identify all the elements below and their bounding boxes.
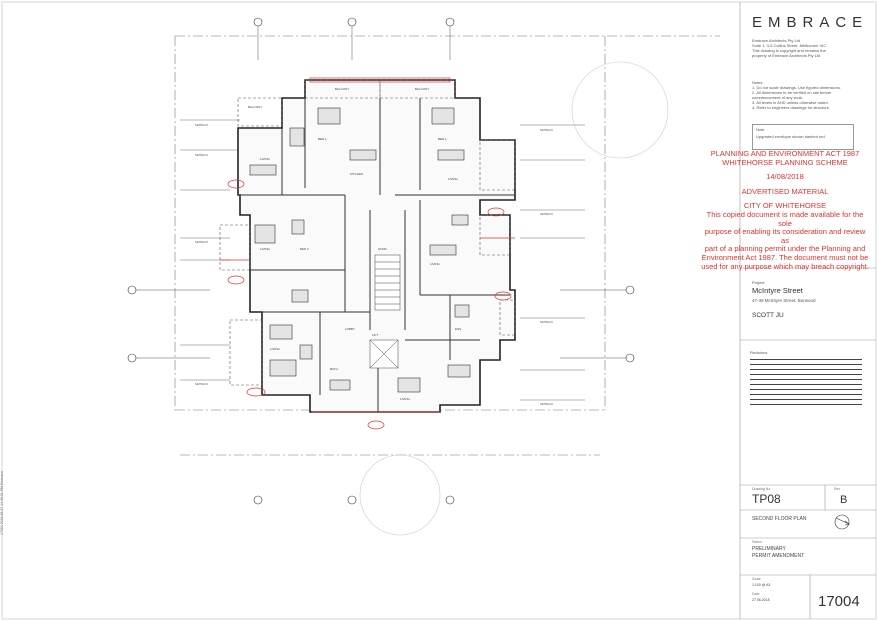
revision-letter: B (840, 494, 848, 506)
planning-scheme: WHITEHORSE PLANNING SCHEME (722, 157, 848, 167)
company-line: This drawing is copyright and remains th… (752, 48, 826, 53)
city-name: CITY OF WHITEHORSE (743, 201, 827, 211)
scale-value: 1:100 @ A3 (752, 583, 771, 587)
plot-stamp: 17004 2018.06.27 14:45:31 PM Embrace (0, 470, 4, 535)
room-label: BALCONY (415, 87, 429, 91)
room-label: BALCONY (248, 105, 262, 109)
room-label: BATH (330, 367, 338, 371)
setback-label: SETBACK (195, 382, 208, 386)
note-box: Note Upgraded envelope shown dashed red (752, 124, 854, 150)
setback-label: SETBACK (540, 128, 553, 132)
room-label: LIVING (430, 262, 441, 266)
room-label: LOBBY (345, 327, 355, 331)
room-label: LIVING (400, 397, 411, 401)
room-label: BALCONY (335, 87, 349, 91)
room-label: LIVING (260, 247, 271, 251)
client-name: SCOTT JU (752, 312, 784, 319)
revisions-label: Revisions (750, 350, 768, 355)
room-label: LIVING (270, 347, 281, 351)
brand-logo: EMBRACE (752, 14, 869, 31)
setback-label: SETBACK (540, 212, 553, 216)
project-address: 47-49 McIntyre Street, Burwood (752, 298, 816, 303)
status-label: Status (752, 540, 762, 544)
room-label: LIFT (372, 333, 378, 337)
project-label: Project (752, 280, 765, 285)
room-label: BED 2 (300, 247, 309, 251)
planning-act: PLANNING AND ENVIRONMENT ACT 1987 (710, 149, 860, 158)
company-line: property of Embrace Architects Pty Ltd (752, 53, 821, 58)
project-number: 17004 (818, 593, 860, 610)
drawing-title: SECOND FLOOR PLAN (752, 516, 807, 522)
stamp-body-line: purpose of enabling its consideration an… (704, 227, 866, 245)
setback-label: SETBACK (195, 240, 208, 244)
date-value: 27.06.2018 (752, 598, 770, 602)
date-label: Date (752, 592, 760, 596)
revision-rows (750, 355, 862, 405)
setback-label: SETBACK (540, 402, 553, 406)
company-line: Embrace Architects Pty Ltd (752, 38, 801, 43)
note-line: 1. Do not scale drawings. Use figured di… (752, 85, 841, 90)
setback-label: SETBACK (195, 153, 208, 157)
note-box-text: Upgraded envelope shown dashed red (756, 134, 825, 139)
status-line: PERMIT AMENDMENT (752, 553, 805, 559)
planning-date: 14/08/2018 (766, 172, 804, 182)
setback-label: SETBACK (195, 123, 208, 127)
general-notes: Notes 1. Do not scale drawings. Use figu… (752, 80, 862, 110)
planning-stamp: PLANNING AND ENVIRONMENT ACT 1987 WHITEH… (700, 149, 870, 271)
note-line: 2. All dimensions to be verified on site… (752, 90, 832, 95)
north-arrow-icon (834, 514, 850, 530)
notes-heading: Notes (752, 80, 763, 85)
note-line: commencement of any work. (752, 95, 804, 100)
note-line: 3. All levels in AHD unless otherwise no… (752, 100, 829, 105)
stamp-body-line: part of a planning permit under the Plan… (704, 244, 866, 254)
room-label: LIVING (448, 177, 459, 181)
drawing-no-label: Drawing No (752, 487, 771, 491)
drawing-status: PRELIMINARY PERMIT AMENDMENT (752, 546, 804, 560)
advertised-material: ADVERTISED MATERIAL (741, 186, 829, 196)
revisions-table: Revisions (750, 350, 862, 405)
room-label: KITCHEN (350, 172, 363, 176)
room-label: BED 1 (438, 137, 447, 141)
stamp-body-line: used for any purpose which may breach co… (701, 261, 869, 271)
stamp-body-line: This copied document is made available f… (706, 209, 864, 228)
note-box-heading: Note (756, 127, 765, 132)
room-label: BED 1 (318, 137, 327, 141)
project-info: Project McIntyre Street 47-49 McIntyre S… (752, 280, 862, 303)
room-label: ENS (455, 327, 461, 331)
company-details: Embrace Architects Pty Ltd Suite 1, 3-5 … (752, 38, 862, 58)
stamp-body-line: Environment Act 1987. The document must … (701, 252, 869, 262)
setback-label: SETBACK (540, 320, 553, 324)
drawing-number: TP08 (752, 492, 781, 506)
room-label: STAIR (378, 247, 387, 251)
scale-label: Scale (752, 577, 761, 581)
revision-label: Rev (834, 487, 841, 491)
note-line: 4. Refer to engineers drawings for struc… (752, 105, 831, 110)
room-label: LIVING (260, 157, 271, 161)
project-name: McIntyre Street (752, 286, 803, 295)
company-line: Suite 1, 3-5 Collins Street, Melbourne V… (752, 43, 827, 48)
status-line: PRELIMINARY (752, 546, 786, 552)
